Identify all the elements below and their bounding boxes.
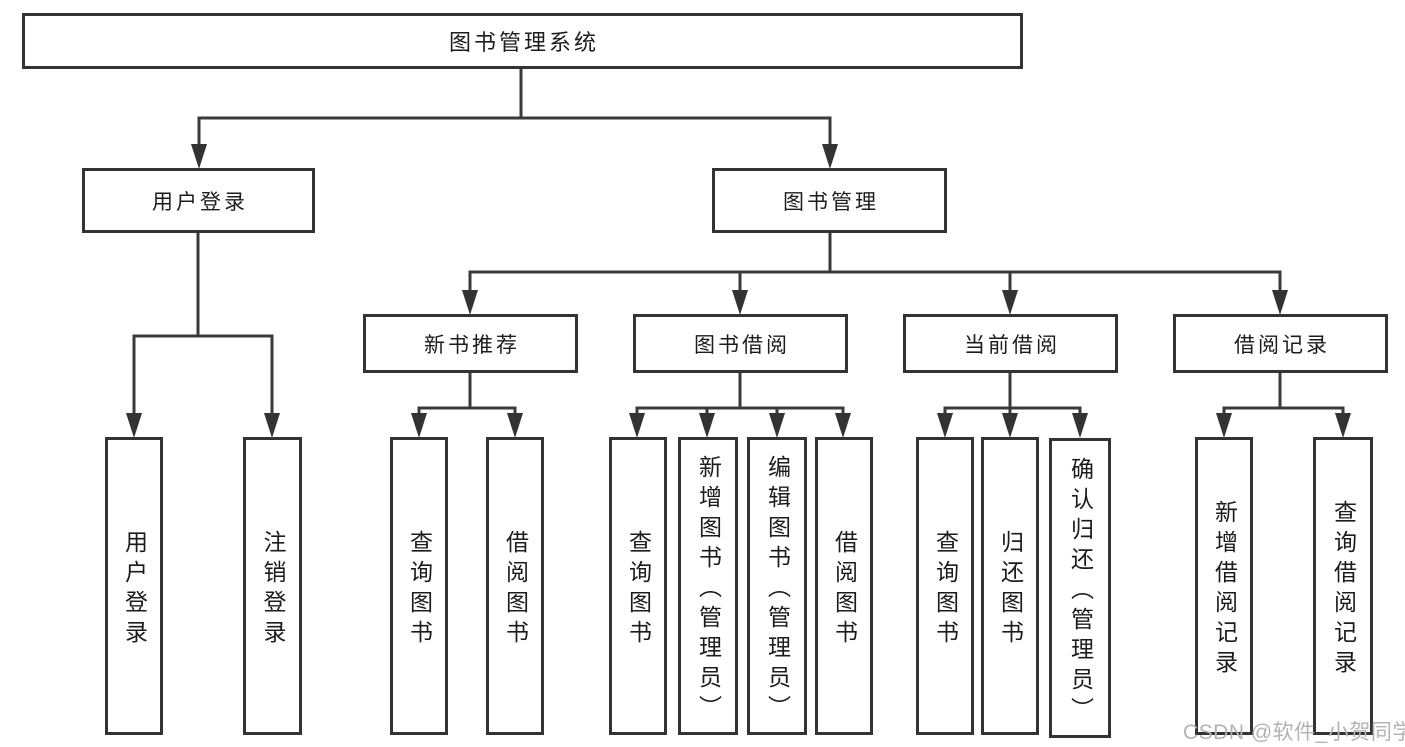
node-new-book-recommend: 新书推荐 xyxy=(363,314,578,373)
leaf-label: 借阅图书 xyxy=(831,529,858,650)
leaf-label: 新增图书（管理员） xyxy=(695,454,722,725)
node-user-login: 用户登录 xyxy=(82,168,315,233)
leaf-query-books-borrow: 查询图书 xyxy=(609,437,667,735)
leaf-label: 查询图书 xyxy=(625,529,652,650)
leaf-confirm-return-admin: 确认归还（管理员） xyxy=(1049,438,1111,738)
leaf-borrow-books: 借阅图书 xyxy=(815,437,873,735)
node-label: 图书借阅 xyxy=(694,333,790,357)
node-borrow-records: 借阅记录 xyxy=(1173,314,1388,373)
leaf-query-borrow-record: 查询借阅记录 xyxy=(1313,437,1373,735)
leaf-label: 编辑图书（管理员） xyxy=(764,454,791,725)
leaf-label: 新增借阅记录 xyxy=(1211,499,1238,680)
leaf-label: 用户登录 xyxy=(121,529,148,650)
node-library-management-system: 图书管理系统 xyxy=(22,13,1023,69)
leaf-edit-book-admin: 编辑图书（管理员） xyxy=(747,437,807,735)
leaf-user-login: 用户登录 xyxy=(105,437,163,735)
node-label: 用户登录 xyxy=(152,190,248,214)
leaf-label: 确认归还（管理员） xyxy=(1067,456,1094,727)
node-label: 当前借阅 xyxy=(964,333,1060,357)
node-label: 借阅记录 xyxy=(1234,333,1330,357)
leaf-query-books-recommend: 查询图书 xyxy=(390,437,448,735)
leaf-label: 查询图书 xyxy=(406,529,433,650)
node-label: 图书管理系统 xyxy=(448,30,599,55)
node-book-management: 图书管理 xyxy=(712,168,947,233)
leaf-label: 查询借阅记录 xyxy=(1330,499,1357,680)
node-book-borrow: 图书借阅 xyxy=(633,314,848,373)
leaf-label: 归还图书 xyxy=(997,529,1024,650)
leaf-add-book-admin: 新增图书（管理员） xyxy=(678,437,738,735)
leaf-add-borrow-record: 新增借阅记录 xyxy=(1195,437,1253,735)
arrow-down-icons xyxy=(126,144,1351,438)
node-label: 图书管理 xyxy=(783,190,879,214)
leaf-label: 注销登录 xyxy=(260,529,286,650)
leaf-return-book: 归还图书 xyxy=(981,437,1039,735)
leaf-borrow-books-recommend: 借阅图书 xyxy=(486,437,544,735)
node-current-borrow: 当前借阅 xyxy=(903,314,1118,373)
leaf-label: 查询图书 xyxy=(932,529,959,650)
leaf-label: 借阅图书 xyxy=(502,529,529,650)
leaf-logout: 注销登录 xyxy=(243,437,302,735)
csdn-watermark: CSDN @软件_小贺同学 xyxy=(1183,721,1405,744)
node-label: 新书推荐 xyxy=(424,333,520,357)
leaf-query-books-current: 查询图书 xyxy=(916,437,974,735)
